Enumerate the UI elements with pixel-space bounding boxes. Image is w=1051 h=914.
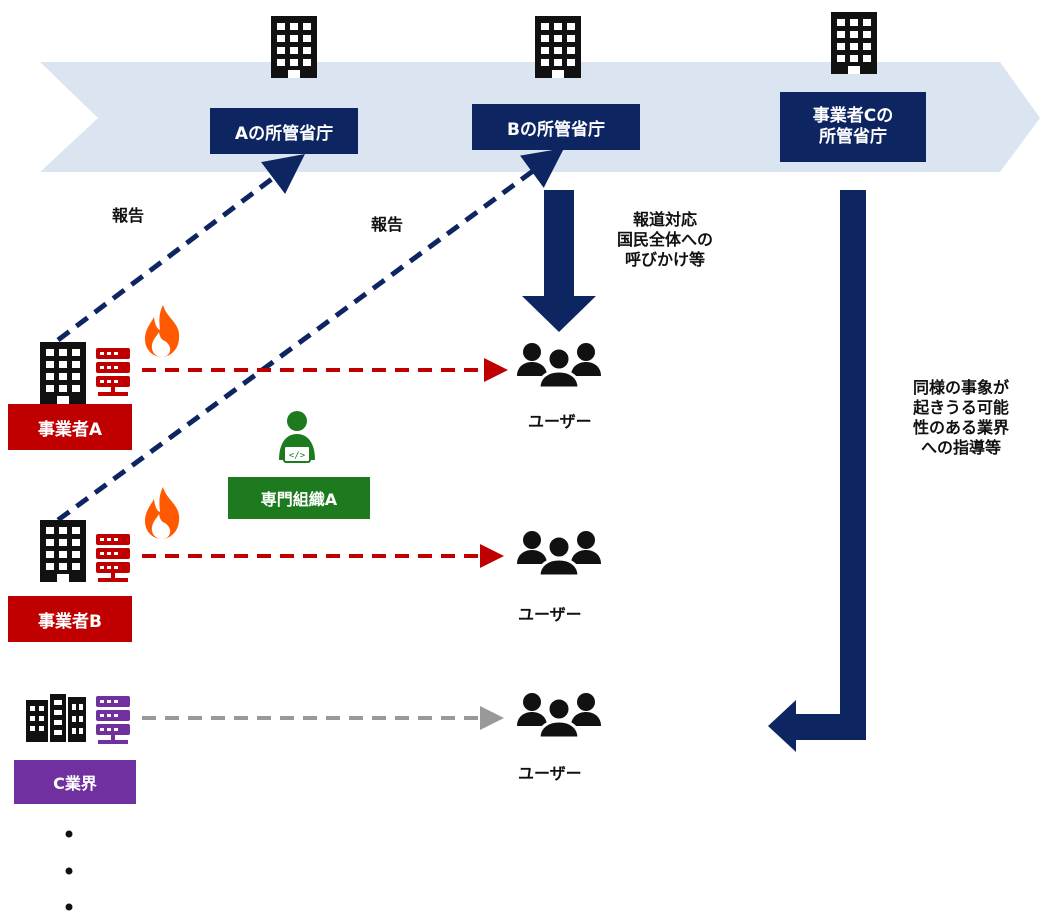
server-icon <box>96 348 130 396</box>
press-note: 報道対応 国民全体への 呼びかけ等 <box>616 210 713 269</box>
city-icon <box>26 694 86 742</box>
operator-a-label: 事業者A <box>37 419 103 440</box>
svg-text:</>: </> <box>289 451 306 461</box>
flame-icon <box>145 487 180 539</box>
building-icon <box>535 16 581 78</box>
ellipsis-dot <box>65 903 73 911</box>
industry-c-box: C業界 <box>14 760 136 804</box>
specialist-label: 専門組織A <box>260 490 338 509</box>
specialist-box: 専門組織A <box>228 477 370 519</box>
operator-a-box: 事業者A <box>8 404 132 450</box>
agency-a-box: Aの所管省庁 <box>210 108 358 154</box>
ellipsis-dot <box>65 830 73 838</box>
ellipsis-dot <box>65 867 73 875</box>
users-icon <box>515 529 603 578</box>
report-label: 報告 <box>371 215 404 234</box>
users-label: ユーザー <box>528 412 592 431</box>
report-arrow-b <box>56 148 565 523</box>
guidance-note: 同様の事象が 起きうる可能 性のある業界 への指導等 <box>912 378 1009 457</box>
agency-b-box: Bの所管省庁 <box>472 104 640 150</box>
server-icon <box>96 534 130 582</box>
report-arrow-a <box>56 153 305 342</box>
building-icon <box>40 342 86 404</box>
agency-c-label: 事業者Cの 所管省庁 <box>812 105 894 147</box>
operator-b-label: 事業者B <box>38 611 102 632</box>
agency-b-label: Bの所管省庁 <box>507 119 605 140</box>
operator-b-box: 事業者B <box>8 596 132 642</box>
server-icon <box>96 696 130 744</box>
agency-c-box: 事業者Cの 所管省庁 <box>780 92 926 162</box>
guidance-arrow <box>768 190 866 752</box>
users-label: ユーザー <box>518 605 582 624</box>
press-arrow <box>522 190 596 332</box>
report-label: 報告 <box>112 206 145 225</box>
users-label: ユーザー <box>518 764 582 783</box>
users-icon <box>515 691 603 740</box>
agency-a-label: Aの所管省庁 <box>234 123 334 144</box>
building-icon <box>40 520 86 582</box>
flame-icon <box>145 305 180 357</box>
developer-icon: </> <box>279 411 315 463</box>
users-icon <box>515 341 603 390</box>
industry-c-label: C業界 <box>53 774 97 793</box>
building-icon <box>271 16 317 78</box>
building-icon <box>831 12 877 74</box>
